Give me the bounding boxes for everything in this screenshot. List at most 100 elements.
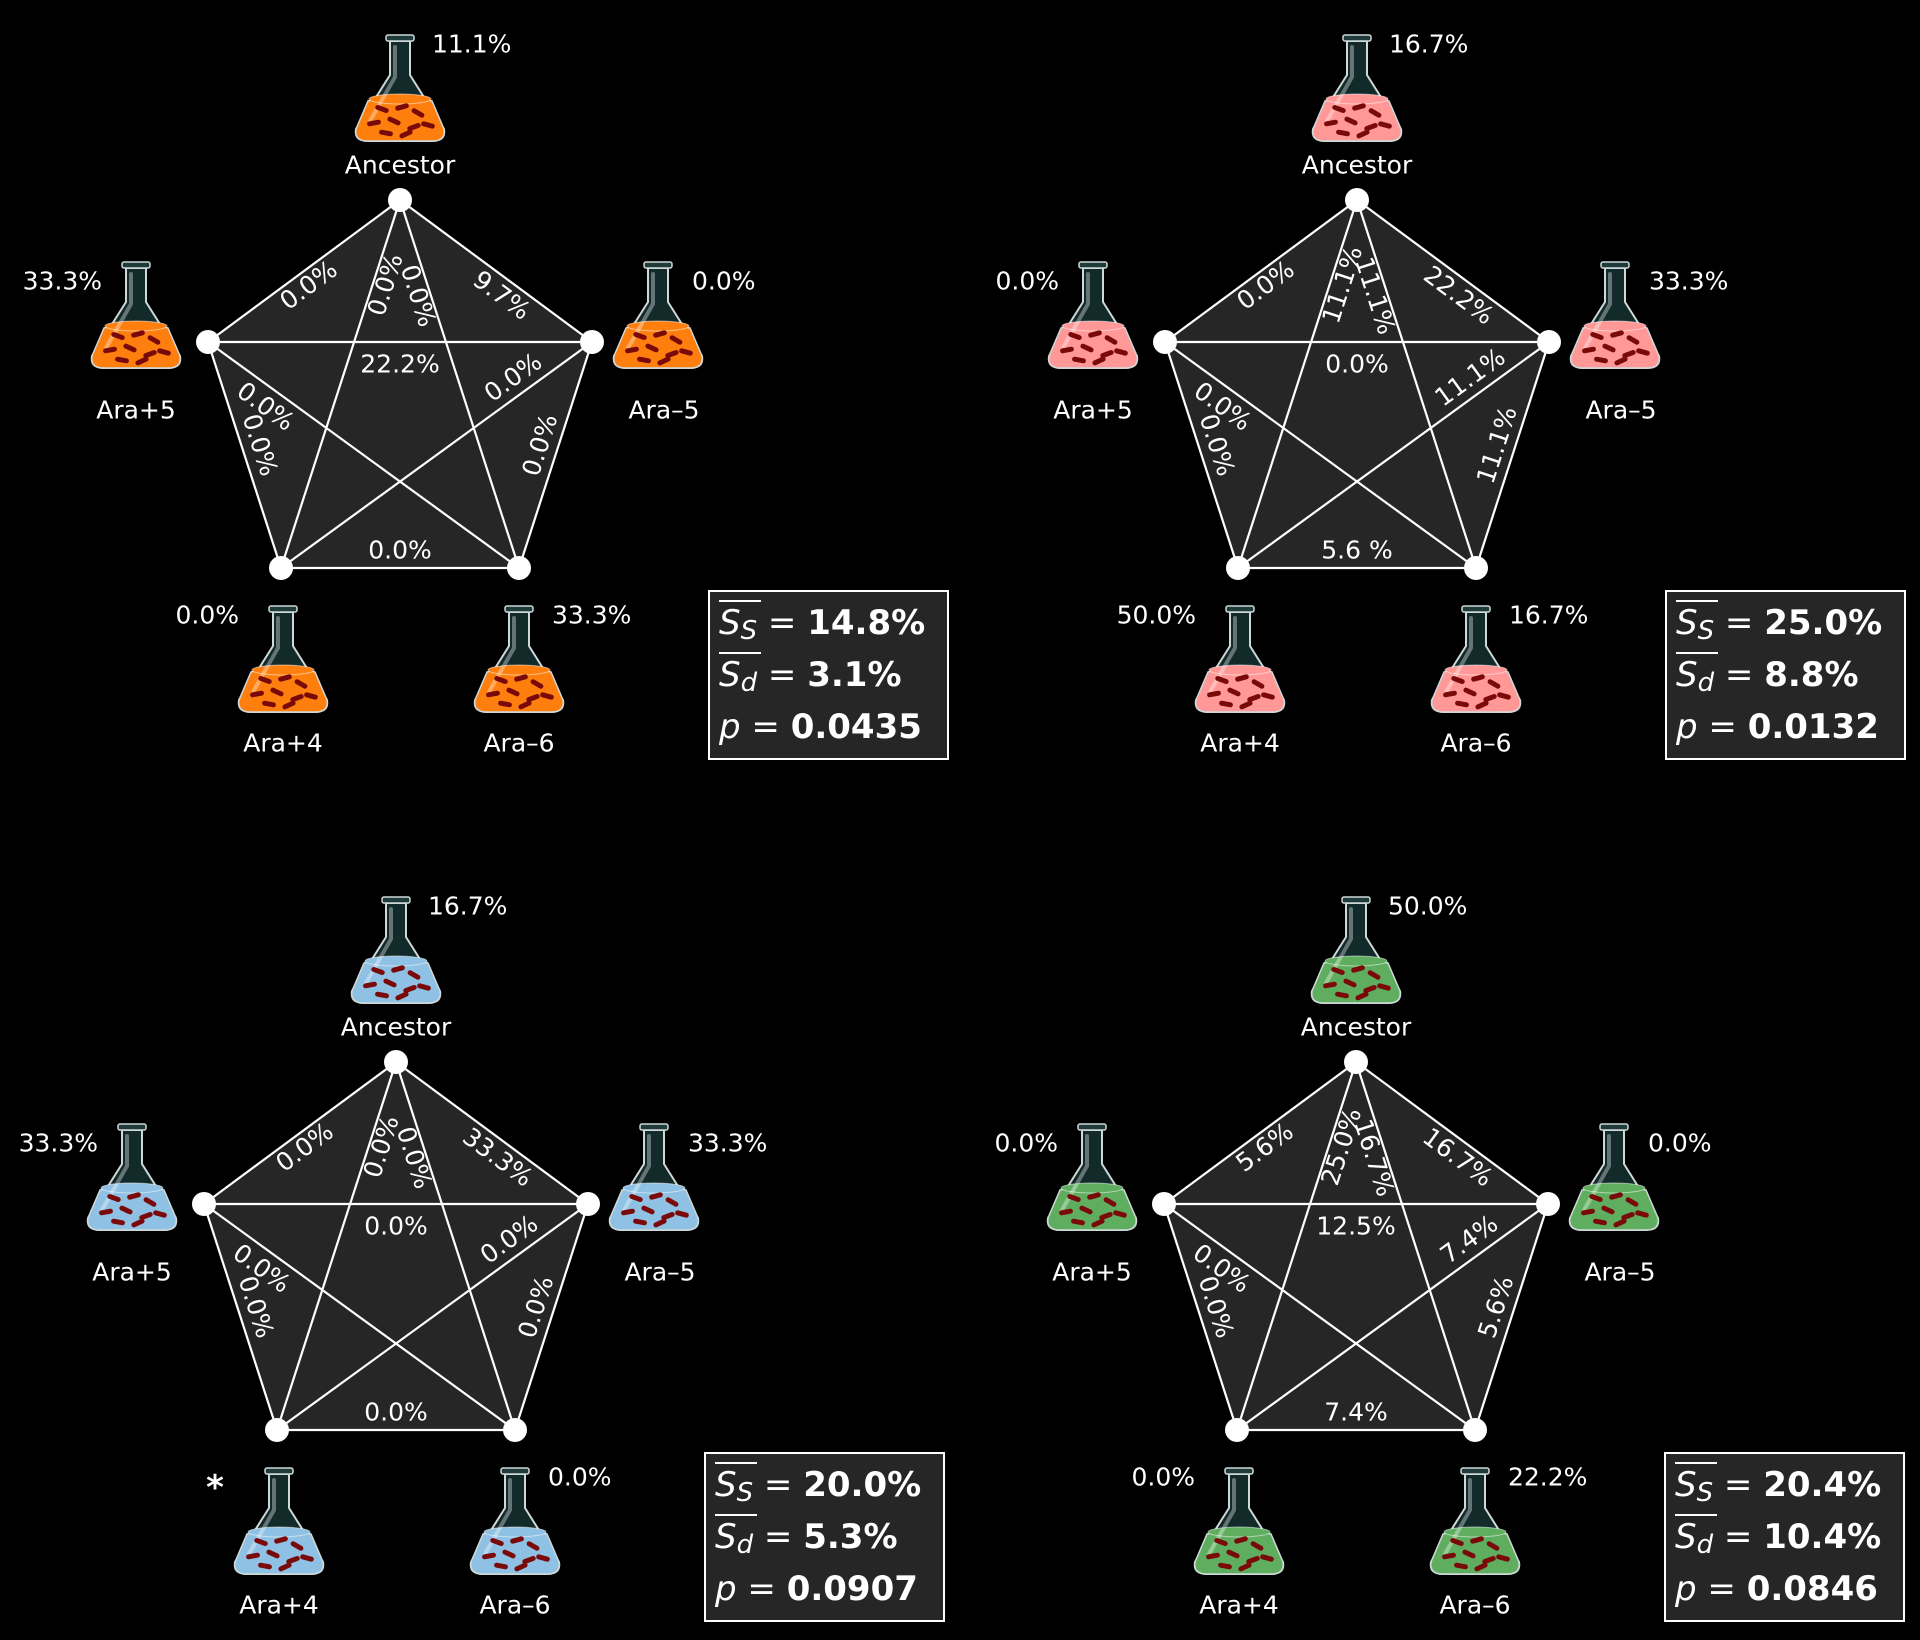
flask-ancestor [1311, 34, 1403, 142]
node-anc [1344, 1050, 1368, 1074]
stats-box [708, 590, 949, 760]
edge-anc_m6 [398, 199, 521, 569]
flask-ancestor [1310, 896, 1402, 1004]
flask-ara-minus-6 [1430, 605, 1522, 713]
value-ara-plus-5: 33.3% [23, 267, 102, 296]
stat-sd: Sd = 3.1% [719, 655, 902, 698]
edge-anc_p5 [203, 1061, 397, 1205]
node-m6 [1464, 556, 1488, 580]
value-ara-minus-6: 16.7% [1509, 601, 1588, 630]
stat-p: p = 0.0132 [1675, 707, 1879, 747]
significance-asterisk: * [206, 1468, 224, 1508]
node-p5 [1152, 1192, 1176, 1216]
node-m6 [1463, 1418, 1487, 1442]
edge-anc_p5 [1163, 1061, 1357, 1205]
edge-m5_m6 [1474, 341, 1551, 569]
name-ara-minus-6: Ara–6 [479, 1591, 550, 1620]
value-ara-plus-4: 0.0% [175, 601, 239, 630]
edge-anc_p4 [1235, 1061, 1358, 1431]
name-ara-plus-4: Ara+4 [1199, 1591, 1279, 1620]
flask-ancestor [354, 34, 446, 142]
stats-box [1665, 590, 1906, 760]
edge-m5_p4 [1237, 341, 1550, 569]
edge-m5_m6 [513, 1203, 590, 1431]
stats-box [1664, 1452, 1905, 1622]
flask-ara-minus-5 [608, 1123, 700, 1231]
edge-label-p5_m5: 0.0% [1325, 350, 1389, 379]
stats-box [704, 1452, 945, 1622]
flask-ara-minus-5 [1569, 261, 1661, 369]
edge-anc_p4 [279, 199, 402, 569]
stat-ss: SS = 20.4% [1675, 1465, 1881, 1508]
stat-p: p = 0.0907 [714, 1569, 918, 1609]
flask-ara-minus-6 [1429, 1467, 1521, 1575]
name-ara-minus-5: Ara–5 [1585, 396, 1656, 425]
graph-background [204, 1062, 588, 1430]
flask-ara-plus-5 [90, 261, 182, 369]
name-ancestor: Ancestor [1301, 1013, 1412, 1042]
value-ara-plus-5: 33.3% [19, 1129, 98, 1158]
node-p5 [196, 330, 220, 354]
node-anc [1345, 188, 1369, 212]
node-m6 [503, 1418, 527, 1442]
edge-anc_m5 [399, 199, 593, 343]
edge-anc_m6 [1355, 199, 1478, 569]
graph-background [208, 200, 592, 568]
edge-anc_m5 [1355, 1061, 1549, 1205]
value-ancestor: 16.7% [428, 892, 507, 921]
edge-label-p5_m5: 22.2% [360, 350, 439, 379]
node-p5 [192, 1192, 216, 1216]
name-ara-minus-6: Ara–6 [483, 729, 554, 758]
name-ancestor: Ancestor [1302, 151, 1413, 180]
edge-p5_m6 [207, 341, 520, 569]
edge-p5_m6 [1163, 1203, 1476, 1431]
edge-anc_p5 [1164, 199, 1358, 343]
stat-sd: Sd = 5.3% [715, 1517, 898, 1560]
node-p4 [269, 556, 293, 580]
edge-anc_m5 [395, 1061, 589, 1205]
edge-label-p4_m6: 0.0% [364, 1398, 428, 1427]
flask-ara-plus-4 [233, 1467, 325, 1575]
edge-anc_m5 [1356, 199, 1550, 343]
value-ancestor: 50.0% [1388, 892, 1467, 921]
value-ara-minus-5: 0.0% [692, 267, 756, 296]
edge-p5_m6 [1164, 341, 1477, 569]
name-ara-plus-5: Ara+5 [1053, 396, 1133, 425]
value-ara-plus-4: 0.0% [1131, 1463, 1195, 1492]
name-ara-minus-6: Ara–6 [1439, 1591, 1510, 1620]
edge-anc_m6 [1354, 1061, 1477, 1431]
panel-3: 33.3%0.0%0.0%0.0%0.0%0.0%0.0%0.0%0.0%0.0… [19, 892, 945, 1622]
node-m5 [1536, 1192, 1560, 1216]
node-p4 [1225, 1418, 1249, 1442]
name-ara-plus-5: Ara+5 [1052, 1258, 1132, 1287]
node-p4 [265, 1418, 289, 1442]
edge-anc_m6 [394, 1061, 517, 1431]
edge-p5_p4 [206, 341, 283, 569]
edge-p5_p4 [1163, 341, 1240, 569]
stat-p: p = 0.0846 [1674, 1569, 1878, 1609]
edge-anc_p4 [1236, 199, 1359, 569]
flask-ara-plus-5 [1046, 1123, 1138, 1231]
value-ara-minus-5: 33.3% [1649, 267, 1728, 296]
node-m6 [507, 556, 531, 580]
name-ancestor: Ancestor [341, 1013, 452, 1042]
flask-ara-minus-5 [612, 261, 704, 369]
edge-m5_p4 [280, 341, 593, 569]
value-ara-minus-5: 0.0% [1648, 1129, 1712, 1158]
node-m5 [1537, 330, 1561, 354]
node-p4 [1226, 556, 1250, 580]
panel-2: 22.2%0.0%11.1%11.1%0.0%0.0%11.1%0.0%11.1… [995, 30, 1906, 760]
edge-label-p5_m5: 12.5% [1316, 1212, 1395, 1241]
panel-1: 9.7%0.0%0.0%0.0%22.2%0.0%0.0%0.0%0.0%0.0… [23, 30, 949, 760]
graph-background [1164, 1062, 1548, 1430]
stat-ss: SS = 25.0% [1676, 603, 1882, 646]
name-ancestor: Ancestor [345, 151, 456, 180]
flask-ara-plus-4 [1193, 1467, 1285, 1575]
flask-ara-minus-5 [1568, 1123, 1660, 1231]
edge-anc_p5 [207, 199, 401, 343]
node-anc [384, 1050, 408, 1074]
node-m5 [576, 1192, 600, 1216]
value-ara-plus-5: 0.0% [995, 267, 1059, 296]
flask-ara-minus-6 [469, 1467, 561, 1575]
